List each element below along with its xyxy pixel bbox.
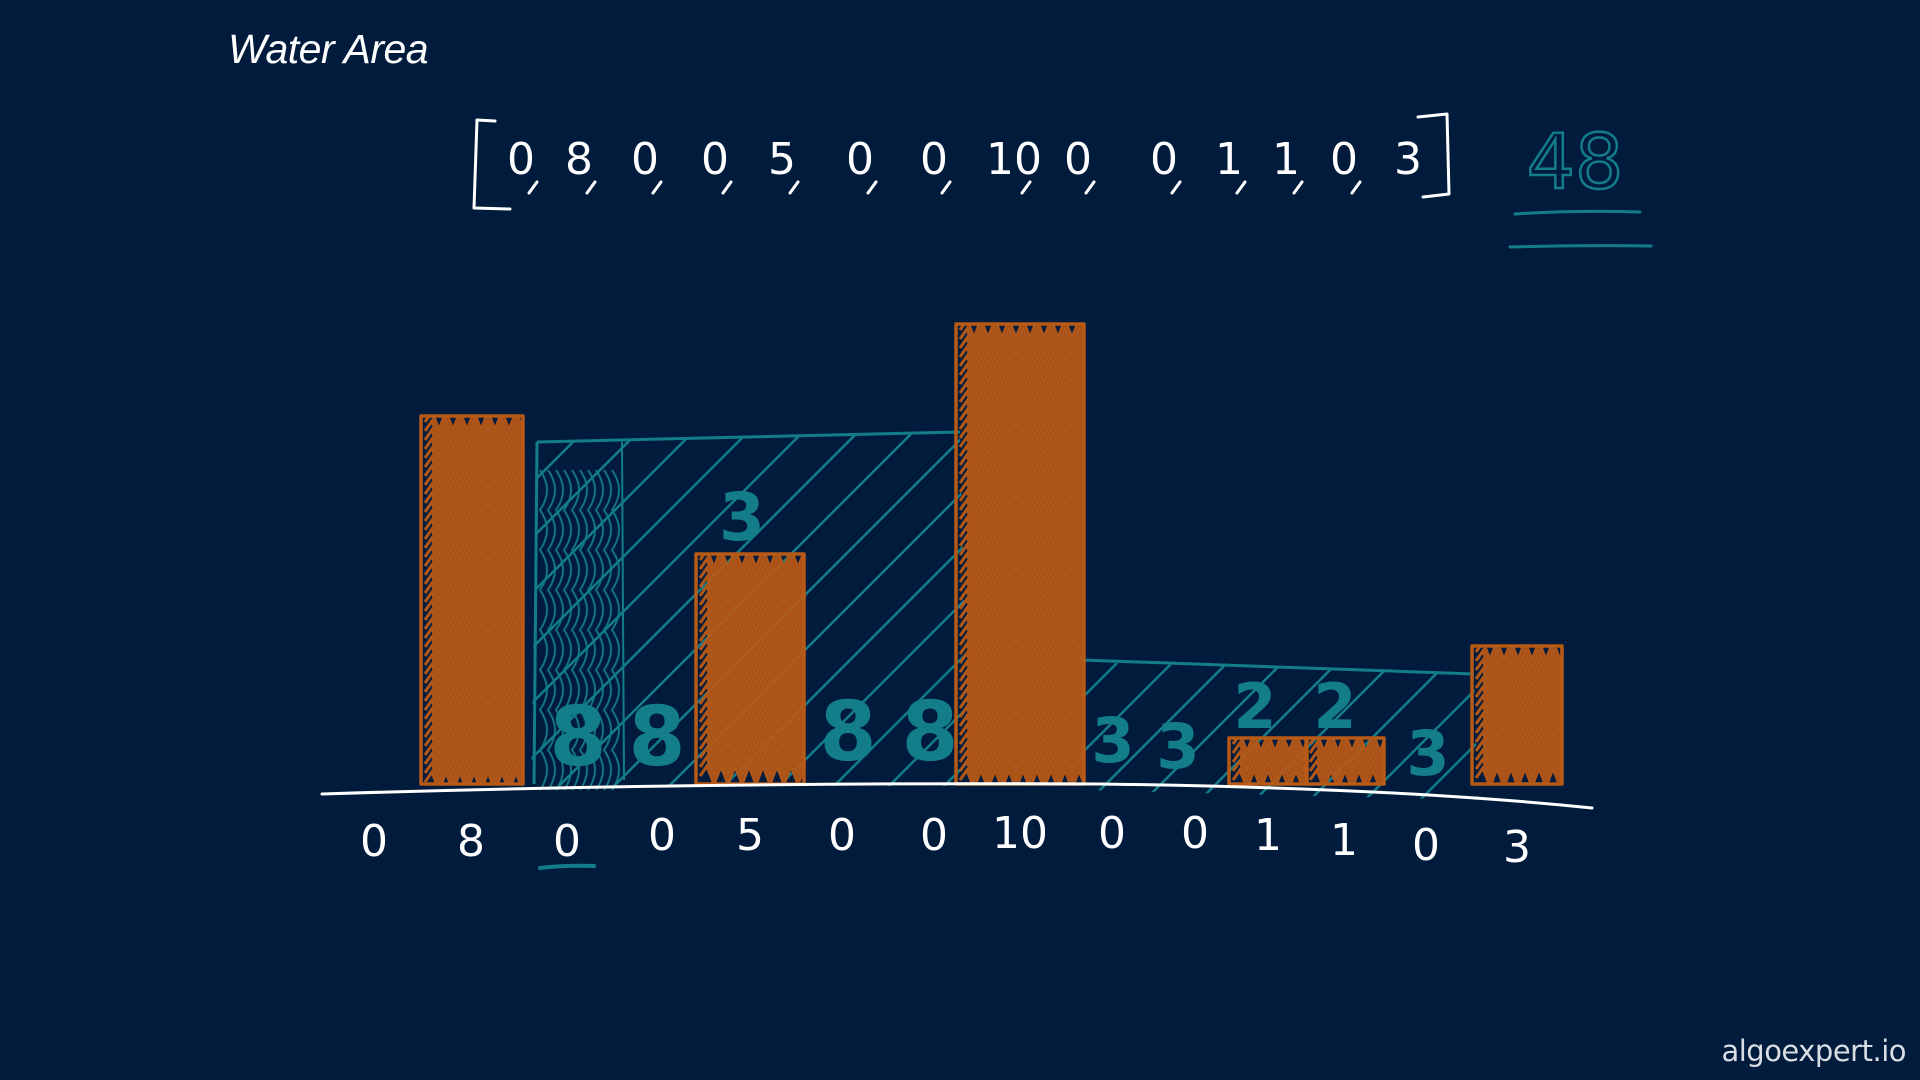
height-label: 0 (360, 816, 388, 867)
water-region-left (536, 430, 961, 444)
array-value: 0 (920, 134, 948, 185)
water-value: 2 (1313, 670, 1356, 743)
water-value: 8 (819, 685, 876, 780)
answer-underline-1 (1513, 209, 1642, 216)
array-value: 5 (768, 134, 796, 185)
water-value: 8 (628, 690, 685, 785)
array-comma (585, 180, 597, 195)
array-value: 0 (1150, 134, 1178, 185)
array-value: 10 (986, 134, 1042, 185)
array-comma (1350, 180, 1362, 195)
array-comma (527, 180, 539, 195)
water-regions: 3 (531, 430, 1478, 800)
right-bracket (1416, 112, 1451, 199)
answer-value: 48 (1527, 117, 1624, 206)
elevation-bar (419, 414, 525, 786)
height-label: 0 (1412, 820, 1440, 871)
array-value: 8 (565, 134, 593, 185)
array-value: 0 (846, 134, 874, 185)
water-scribble (532, 441, 620, 791)
water-value: 3 (1091, 704, 1134, 777)
array-value: 1 (1215, 134, 1243, 185)
height-label: 0 (1098, 808, 1126, 859)
array-value: 0 (507, 134, 535, 185)
array-comma (866, 180, 878, 195)
water-annotation-mid: 3 (719, 479, 765, 556)
array-value: 0 (1330, 134, 1358, 185)
elevation-bar (694, 552, 806, 786)
ground-line (320, 782, 1594, 810)
height-label: 0 (828, 810, 856, 861)
array-comma (1084, 180, 1096, 195)
answer-group: 48 (1508, 116, 1653, 249)
array-comma (721, 180, 733, 195)
height-label: 5 (736, 810, 764, 861)
left-bracket (472, 118, 512, 211)
array-value: 1 (1272, 134, 1300, 185)
height-label: 1 (1330, 815, 1358, 866)
answer-underline-2 (1508, 244, 1653, 249)
water-value: 3 (1156, 710, 1199, 783)
array-value: 0 (701, 134, 729, 185)
highlight-underline (538, 863, 596, 870)
height-label: 3 (1503, 822, 1531, 873)
height-label: 0 (648, 810, 676, 861)
array-comma (940, 180, 952, 195)
height-label: 0 (1181, 808, 1209, 859)
array-comma (651, 180, 663, 195)
water-hatch (1078, 662, 1478, 800)
elevation-bar (954, 322, 1086, 786)
array-value: 0 (1064, 134, 1092, 185)
water-value: 8 (549, 690, 606, 785)
array-value: 0 (631, 134, 659, 185)
array-comma (1292, 180, 1304, 195)
height-label: 10 (992, 808, 1048, 859)
water-value: 2 (1233, 670, 1276, 743)
elevation-bar (1470, 644, 1564, 786)
page-title: Water Area (228, 26, 429, 72)
array-comma (788, 180, 800, 195)
height-label: 0 (553, 816, 581, 867)
water-value: 8 (901, 685, 958, 780)
height-label: 0 (920, 810, 948, 861)
array-comma (1170, 180, 1182, 195)
water-value: 3 (1406, 717, 1449, 790)
height-label: 8 (457, 816, 485, 867)
array-value: 3 (1394, 134, 1422, 185)
elevation-bars (419, 322, 1564, 786)
array-comma (1235, 180, 1247, 195)
water-region-right (1081, 658, 1475, 676)
elevation-bar (1304, 736, 1386, 786)
array-comma (1020, 180, 1032, 195)
height-label: 1 (1254, 810, 1282, 861)
brand-watermark: algoexpert.io (1721, 1034, 1906, 1068)
